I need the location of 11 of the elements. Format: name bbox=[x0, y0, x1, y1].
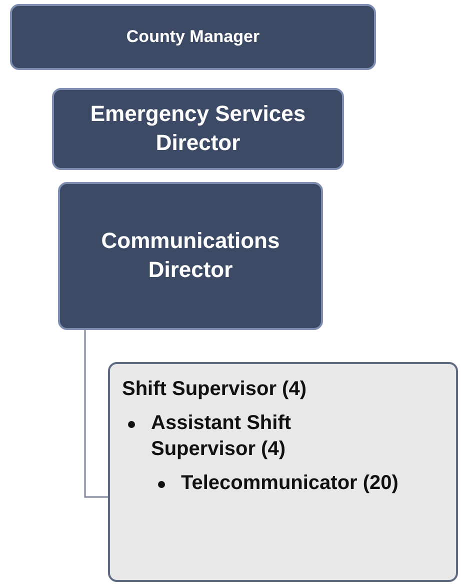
position-title: Emergency Services Director bbox=[89, 100, 307, 157]
position-box bbox=[52, 88, 344, 170]
list-item: Telecommunicator (20) bbox=[181, 471, 398, 496]
position-title: Communications Director bbox=[100, 227, 281, 284]
position-box bbox=[10, 4, 376, 70]
connector-line bbox=[84, 330, 108, 498]
team-title: Shift Supervisor (4) bbox=[122, 377, 308, 402]
position-title: County Manager bbox=[125, 26, 261, 48]
list-item: Assistant Shift Supervisor (4) bbox=[151, 411, 292, 462]
position-box bbox=[58, 182, 323, 330]
team-box bbox=[108, 362, 458, 582]
